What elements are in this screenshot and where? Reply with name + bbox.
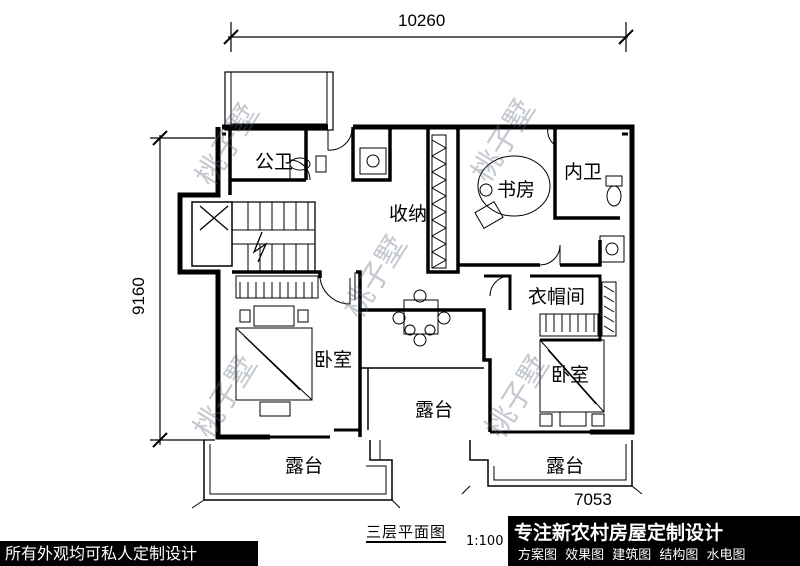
room-label-terrace-right: 露台 [546,455,584,477]
service-slogan: 专注新农村房屋定制设计 [514,522,724,544]
terraces [191,440,643,509]
watermark: 桃子墅 [187,349,264,444]
room-label-bedroom-left: 卧室 [314,349,352,371]
door-swings [289,126,561,305]
custom-design-note: 所有外观均可私人定制设计 [5,544,198,563]
furniture [235,147,625,427]
watermark: 桃子墅 [189,97,266,192]
plan-title: 三层平面图 [366,523,447,543]
custom-design-banner: 所有外观均可私人定制设计 [0,541,258,566]
dimension-balcony-label: 7053 [574,490,612,509]
watermark-layer: 桃子墅 桃子墅 桃子墅 桃子墅 桃子墅 [187,93,556,444]
room-label-terrace-left: 露台 [285,455,323,477]
service-banner: 专注新农村房屋定制设计 方案图 效果图 建筑图 结构图 水电图 [508,516,800,566]
room-label-terrace-center: 露台 [415,399,453,421]
room-label-storage: 收纳 [389,203,427,225]
dimension-width-label: 10260 [398,11,445,30]
wardrobe-hatching [235,134,617,337]
room-label-bedroom-right: 卧室 [551,364,589,386]
room-label-walk-in-closet: 衣帽间 [528,286,585,308]
room-label-private-bath: 内卫 [564,161,602,183]
watermark: 桃子墅 [465,93,542,188]
dimension-depth-label: 9160 [129,277,148,315]
room-label-public-bath: 公卫 [255,151,293,173]
plan-scale: 1:100 [466,534,504,549]
service-list: 方案图 效果图 建筑图 结构图 水电图 [518,548,746,563]
exterior-walls [177,71,635,440]
room-label-study: 书房 [497,179,535,201]
